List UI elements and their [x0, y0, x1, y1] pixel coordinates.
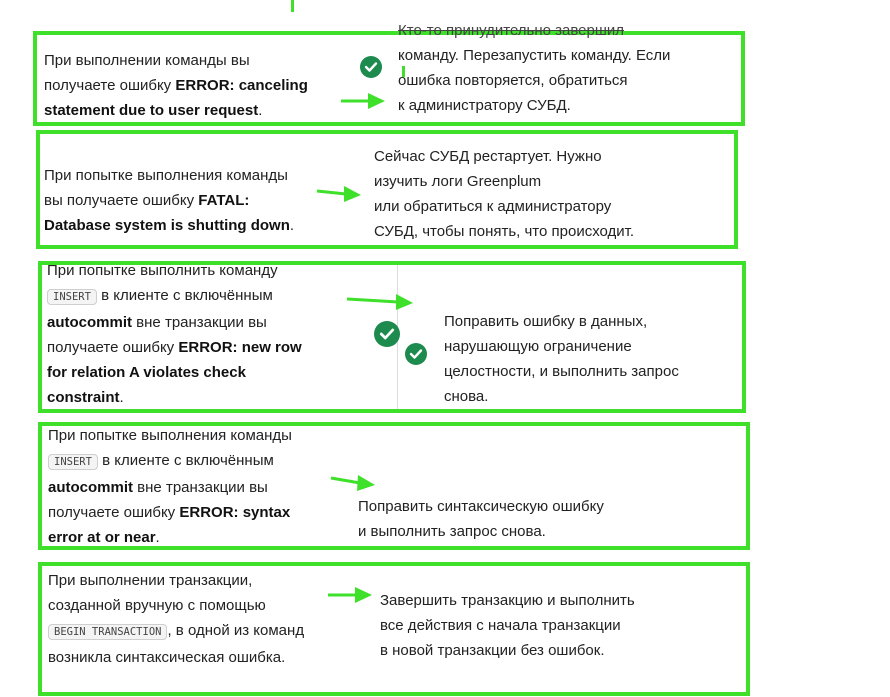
arrow-right-icon: [346, 294, 413, 310]
marker-tick: [291, 0, 294, 12]
error-text: ERROR: new row: [178, 339, 302, 356]
row-4-problem: При попытке выполнения команды INSERT в …: [48, 427, 292, 546]
row-4-highlight-box: [38, 422, 750, 550]
row-1-solution: Кто-то принудительно завершил команду. П…: [398, 22, 671, 114]
error-text: error at or near: [48, 529, 156, 546]
error-text: statement due to user request: [44, 102, 259, 119]
row-2-highlight-box: [36, 130, 738, 249]
check-circle-icon: [360, 56, 382, 78]
error-text: for relation A violates check: [47, 364, 246, 381]
arrow-right-icon: [341, 93, 385, 109]
row-4-solution: Поправить синтаксическую ошибку и выполн…: [358, 498, 604, 540]
row-3-problem: При попытке выполнить команду INSERT в к…: [47, 262, 302, 406]
error-text: ERROR: canceling: [175, 77, 308, 94]
row-2-problem: При попытке выполнения команды вы получа…: [44, 167, 295, 234]
error-text: Database system is shutting down: [44, 217, 290, 234]
row-2-solution: Сейчас СУБД рестартует. Нужно изучить ло…: [374, 148, 635, 240]
row-1-problem: При выполнении команды вы получаете ошиб…: [44, 52, 308, 119]
arrow-right-icon: [316, 186, 361, 202]
check-circle-icon: [405, 343, 427, 365]
row-3-solution: Поправить ошибку в данных, нарушающую ог…: [444, 313, 679, 405]
row-5-solution: Завершить транзакцию и выполнить все дей…: [380, 592, 635, 659]
row-1-problem-line: При выполнении команды вы: [44, 52, 250, 69]
code-begin-transaction: BEGIN TRANSACTION: [48, 624, 168, 640]
arrow-right-icon: [330, 475, 375, 491]
row-1-highlight-box: [33, 31, 745, 126]
row-5-highlight-box: [38, 562, 750, 696]
row-5-problem: При выполнении транзакции, созданной вру…: [48, 572, 305, 666]
code-insert: INSERT: [47, 289, 97, 305]
marker-tick: [402, 66, 405, 77]
error-text: ERROR: syntax: [179, 504, 291, 521]
code-insert: INSERT: [48, 454, 98, 470]
check-circle-icon: [374, 321, 400, 347]
error-text: constraint: [47, 389, 120, 406]
arrow-right-icon: [328, 587, 372, 603]
error-text: FATAL:: [198, 192, 250, 209]
